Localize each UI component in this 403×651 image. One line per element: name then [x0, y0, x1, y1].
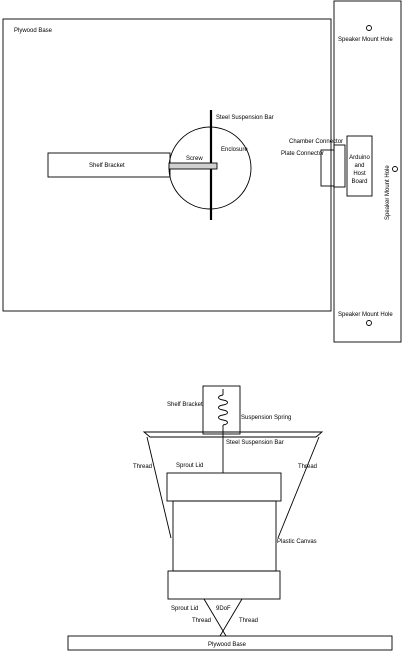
- speaker-mount-hole-top-marker: [366, 25, 372, 31]
- plastic-canvas-rect: [172, 500, 277, 572]
- thread-bottom-left-line: [203, 598, 227, 637]
- arduino-board-label-line-1: Arduino: [349, 155, 370, 161]
- thread-left-label: Thread: [133, 464, 152, 470]
- speaker-mount-hole-side-label: Speaker Mount Hole: [385, 165, 391, 220]
- sprout-lid-bottom-rect: [167, 570, 281, 600]
- plate-connector-label: Plate Connector: [281, 151, 324, 157]
- chamber-connector-label: Chamber Connector: [289, 139, 343, 145]
- arduino-board-label-line-4: Board: [351, 179, 367, 185]
- sprout-lid-bottom-label: Sprout Lid: [171, 606, 198, 612]
- thread-bottom-left-label: Thread: [192, 618, 211, 624]
- side-steel-suspension-bar: [142, 431, 324, 438]
- thread-bottom-right-label: Thread: [239, 618, 258, 624]
- arduino-board-rect: [346, 135, 373, 197]
- speaker-mount-hole-top-label: Speaker Mount Hole: [338, 37, 393, 43]
- sprout-lid-top-rect: [166, 472, 282, 502]
- top-view: [2, 0, 402, 343]
- speaker-mount-hole-side-marker: [392, 166, 398, 172]
- side-plywood-base-rect: [67, 635, 393, 651]
- side-plywood-base-label: Plywood Base: [208, 642, 247, 648]
- steel-suspension-bar-label: Steel Suspension Bar: [216, 115, 274, 121]
- thread-bottom-right-line: [219, 598, 243, 637]
- suspension-spring-label: Suspension Spring: [241, 415, 291, 421]
- screw-rect: [168, 162, 218, 170]
- chamber-connector-rect: [333, 144, 346, 188]
- plastic-canvas-label: Plastic Canvas: [277, 539, 317, 545]
- thread-left-line: [146, 436, 172, 539]
- arduino-board-label-line-3: Host: [353, 171, 366, 177]
- side-view: [67, 385, 393, 651]
- side-steel-suspension-bar-label: Steel Suspension Bar: [226, 440, 284, 446]
- speaker-mount-hole-bottom-marker: [366, 320, 372, 326]
- arduino-board-label-line-2: and: [354, 163, 364, 169]
- thread-right-line: [277, 436, 320, 539]
- screw-label: Screw: [186, 156, 203, 162]
- shelf-bracket-label: Shelf Bracket: [89, 163, 125, 169]
- plywood-base-label: Plywood Base: [14, 28, 53, 34]
- speaker-mount-hole-bottom-label: Speaker Mount Hole: [338, 312, 393, 318]
- plywood-base-outline: [2, 18, 332, 312]
- thread-right-label: Thread: [298, 464, 317, 470]
- side-shelf-bracket-label: Shelf Bracket: [167, 402, 203, 408]
- side-shelf-bracket-rect: [202, 385, 241, 435]
- ninedof-label: 9DoF: [216, 606, 231, 612]
- suspension-spring-coil: [218, 394, 228, 426]
- sprout-lid-top-label: Sprout Lid: [176, 463, 203, 469]
- enclosure-label: Enclosure: [221, 147, 248, 153]
